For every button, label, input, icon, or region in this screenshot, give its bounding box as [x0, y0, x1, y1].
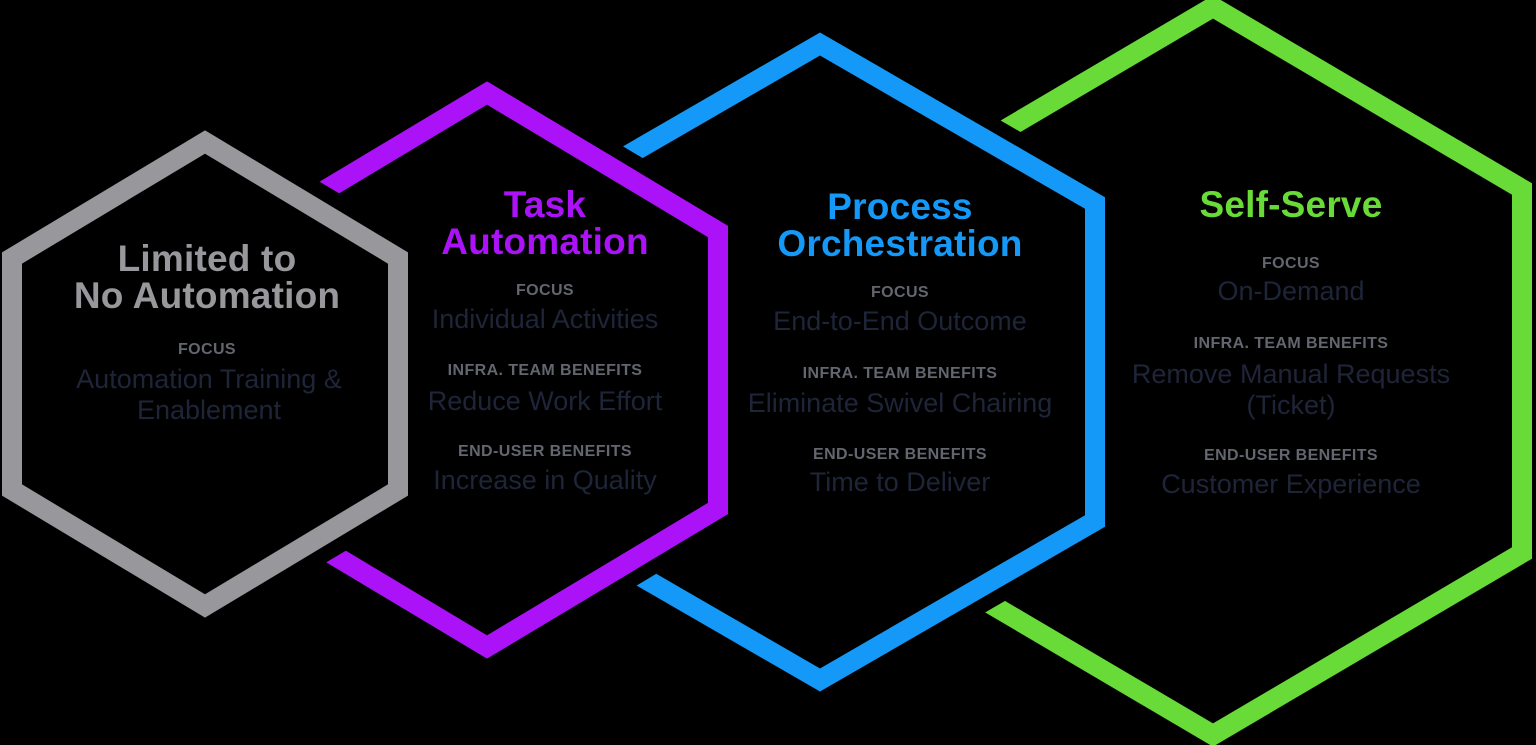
title-line: Process — [827, 186, 973, 227]
body-line: (Ticket) — [1246, 390, 1336, 420]
section-label-infra-team-benefits: INFRA. TEAM BENEFITS — [1193, 335, 1389, 352]
section-label-infra-team-benefits: INFRA. TEAM BENEFITS — [447, 362, 643, 379]
title-line: Limited to — [117, 238, 297, 279]
section-label-end-user-benefits: END-USER BENEFITS — [458, 443, 632, 460]
body-line: Remove Manual Requests — [1131, 359, 1451, 389]
hexagon-title-task-automation: Task Automation — [441, 186, 649, 260]
section-body-end-user-benefits: Customer Experience — [1161, 469, 1421, 499]
section-body-end-user-benefits: Increase in Quality — [433, 465, 657, 495]
body-line: Automation Training & — [76, 364, 342, 394]
title-line: No Automation — [73, 275, 341, 316]
section-label-end-user-benefits: END-USER BENEFITS — [1204, 447, 1378, 464]
title-line: Task — [503, 184, 587, 225]
section-body-infra-team-benefits: Eliminate Swivel Chairing — [747, 388, 1053, 418]
title-line: Automation — [441, 221, 649, 262]
section-label-focus: FOCUS — [178, 341, 236, 358]
hexagon-title-self-serve: Self-Serve — [1200, 186, 1383, 223]
section-label-focus: FOCUS — [871, 284, 929, 301]
title-line: Self-Serve — [1199, 184, 1383, 225]
limited-to-no-automation-hexagon-outline — [2, 130, 408, 618]
limited-to-no-automation-hexagon-halo — [0, 114, 425, 634]
section-label-focus: FOCUS — [516, 282, 574, 299]
section-body-focus: End-to-End Outcome — [773, 306, 1027, 336]
title-line: Orchestration — [777, 223, 1023, 264]
section-body-focus: Automation Training & Enablement — [76, 364, 342, 426]
section-body-focus: On-Demand — [1217, 276, 1365, 306]
hexagon-title-limited-to-no-automation: Limited to No Automation — [74, 240, 340, 314]
section-label-end-user-benefits: END-USER BENEFITS — [813, 446, 987, 463]
section-body-end-user-benefits: Time to Deliver — [809, 467, 991, 497]
hexagon-title-process-orchestration: Process Orchestration — [777, 188, 1022, 262]
section-body-infra-team-benefits: Reduce Work Effort — [427, 386, 663, 416]
body-line: Enablement — [136, 395, 282, 425]
section-label-infra-team-benefits: INFRA. TEAM BENEFITS — [802, 365, 998, 382]
section-label-focus: FOCUS — [1262, 255, 1320, 272]
section-body-focus: Individual Activities — [431, 304, 659, 334]
section-body-infra-team-benefits: Remove Manual Requests (Ticket) — [1132, 359, 1450, 421]
